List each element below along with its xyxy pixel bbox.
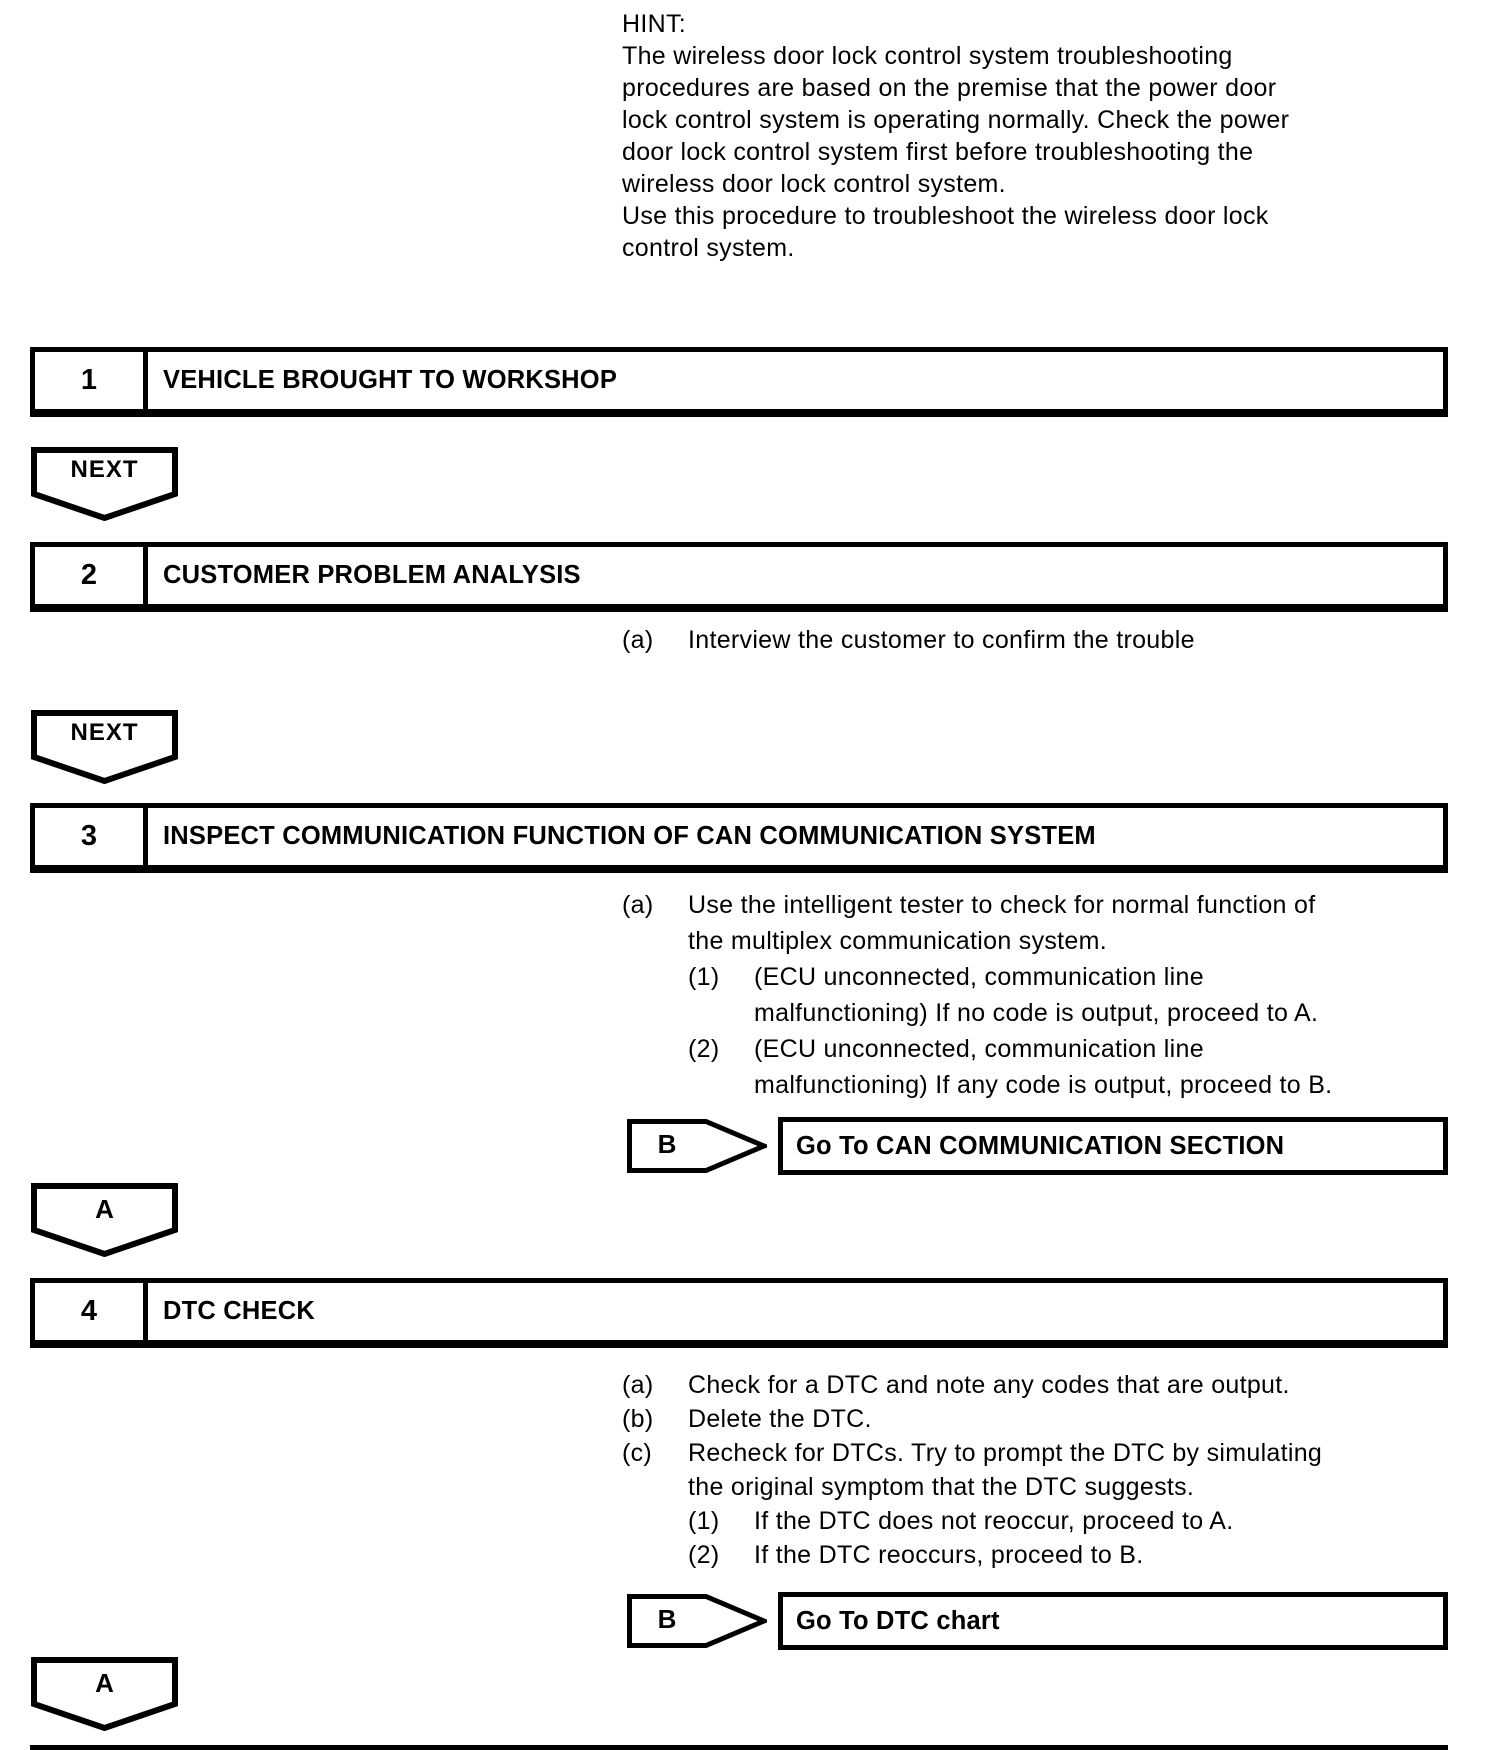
step-number: 1 <box>35 352 148 409</box>
substep-marker: (2) <box>688 1035 720 1063</box>
step3-substeps: (a) Use the intelligent tester to check f… <box>622 887 1332 1103</box>
substep-row: (1) (ECU unconnected, communication line <box>622 959 1332 995</box>
result-b-connector: B <box>627 1594 767 1648</box>
substep-text: Recheck for DTCs. Try to prompt the DTC … <box>688 1439 1323 1467</box>
substep-row: malfunctioning) If no code is output, pr… <box>622 995 1332 1031</box>
substep-text: Use the intelligent tester to check for … <box>688 891 1316 919</box>
step-1-box: 1 VEHICLE BROUGHT TO WORKSHOP <box>30 347 1448 417</box>
substep-row: (a) Use the intelligent tester to check f… <box>622 887 1332 923</box>
substep-row: (b) Delete the DTC. <box>622 1402 1322 1436</box>
step-number: 3 <box>35 808 148 865</box>
b-arrow-icon <box>627 1119 767 1173</box>
hint-line: The wireless door lock control system tr… <box>622 42 1233 70</box>
next-label: NEXT <box>70 456 139 483</box>
step-title: INSPECT COMMUNICATION FUNCTION OF CAN CO… <box>163 822 1096 850</box>
goto-can-communication-box: Go To CAN COMMUNICATION SECTION <box>778 1117 1448 1175</box>
substep-text: If the DTC reoccurs, proceed to B. <box>754 1541 1144 1569</box>
substep-row: malfunctioning) If any code is output, p… <box>622 1067 1332 1103</box>
substep-marker: (a) <box>622 891 654 919</box>
step2-substeps: (a) Interview the customer to confirm the… <box>622 624 1195 656</box>
hint-line: wireless door lock control system. <box>622 170 1006 198</box>
next-arrow-icon <box>31 447 178 521</box>
substep-text: malfunctioning) If no code is output, pr… <box>754 999 1319 1027</box>
step4-substeps: (a) Check for a DTC and note any codes th… <box>622 1368 1322 1572</box>
substep-marker: (c) <box>622 1439 653 1467</box>
substep-row: (2) (ECU unconnected, communication line <box>622 1031 1332 1067</box>
b-arrow-icon <box>627 1594 767 1648</box>
hint-line: door lock control system first before tr… <box>622 138 1254 166</box>
b-label: B <box>657 1129 677 1159</box>
step-title: VEHICLE BROUGHT TO WORKSHOP <box>163 366 618 394</box>
substep-row: (2) If the DTC reoccurs, proceed to B. <box>622 1538 1322 1572</box>
cutoff-next-box-top-edge <box>30 1745 1448 1750</box>
substep-row: (a) Check for a DTC and note any codes th… <box>622 1368 1322 1402</box>
substep-marker: (2) <box>688 1541 720 1569</box>
substep-row: the original symptom that the DTC sugges… <box>622 1470 1322 1504</box>
a-pentagon-icon <box>31 1183 178 1257</box>
hint-line: control system. <box>622 234 795 262</box>
substep-text: Delete the DTC. <box>688 1405 872 1433</box>
substep-marker: (a) <box>622 626 654 654</box>
substep-marker: (a) <box>622 1371 654 1399</box>
substep-row: (1) If the DTC does not reoccur, proceed … <box>622 1504 1322 1538</box>
goto-dtc-chart-box: Go To DTC chart <box>778 1592 1448 1650</box>
step-3-box: 3 INSPECT COMMUNICATION FUNCTION OF CAN … <box>30 803 1448 873</box>
substep-text: Interview the customer to confirm the tr… <box>688 626 1195 654</box>
substep-text: Check for a DTC and note any codes that … <box>688 1371 1290 1399</box>
substep-marker: (1) <box>688 963 720 991</box>
substep-text: (ECU unconnected, communication line <box>754 963 1204 991</box>
next-arrow-icon <box>31 710 178 784</box>
step-4-box: 4 DTC CHECK <box>30 1278 1448 1348</box>
hint-block: HINT: The wireless door lock control sys… <box>622 8 1372 264</box>
substep-text: (ECU unconnected, communication line <box>754 1035 1204 1063</box>
a-connector: A <box>31 1183 178 1257</box>
a-connector: A <box>31 1657 178 1731</box>
a-pentagon-icon <box>31 1657 178 1731</box>
step-2-box: 2 CUSTOMER PROBLEM ANALYSIS <box>30 542 1448 612</box>
b-label: B <box>657 1604 677 1634</box>
substep-text: the original symptom that the DTC sugges… <box>688 1473 1195 1501</box>
step-number: 2 <box>35 547 148 604</box>
hint-label: HINT: <box>622 10 686 38</box>
substep-marker: (1) <box>688 1507 720 1535</box>
substep-text: malfunctioning) If any code is output, p… <box>754 1071 1333 1099</box>
goto-label: Go To CAN COMMUNICATION SECTION <box>796 1131 1285 1160</box>
substep-text: the multiplex communication system. <box>688 927 1107 955</box>
substep-row: (a) Interview the customer to confirm the… <box>622 624 1195 656</box>
next-connector: NEXT <box>31 710 178 784</box>
next-connector: NEXT <box>31 447 178 521</box>
step-number: 4 <box>35 1283 148 1340</box>
hint-line: procedures are based on the premise that… <box>622 74 1277 102</box>
hint-line: lock control system is operating normall… <box>622 106 1290 134</box>
result-b-connector: B <box>627 1119 767 1173</box>
substep-row: the multiplex communication system. <box>622 923 1332 959</box>
substep-marker: (b) <box>622 1405 654 1433</box>
step-title: DTC CHECK <box>163 1297 315 1325</box>
step-title: CUSTOMER PROBLEM ANALYSIS <box>163 561 581 589</box>
a-label: A <box>95 1194 114 1224</box>
substep-row: (c) Recheck for DTCs. Try to prompt the D… <box>622 1436 1322 1470</box>
substep-text: If the DTC does not reoccur, proceed to … <box>754 1507 1234 1535</box>
goto-label: Go To DTC chart <box>796 1606 1000 1635</box>
a-label: A <box>95 1668 114 1698</box>
hint-line: Use this procedure to troubleshoot the w… <box>622 202 1269 230</box>
next-label: NEXT <box>70 719 139 746</box>
